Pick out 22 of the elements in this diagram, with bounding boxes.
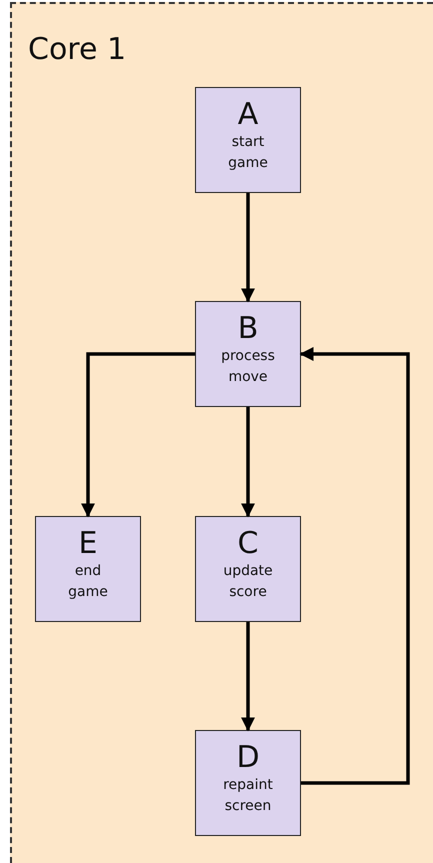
process-box	[195, 516, 301, 622]
step-label: update score	[222, 562, 274, 602]
arrow	[241, 193, 255, 302]
region-title: Core 1	[28, 32, 126, 67]
arrow	[241, 622, 255, 732]
step-letter: D	[235, 741, 261, 775]
step-letter: A	[236, 98, 260, 132]
step-label: end game	[67, 562, 109, 602]
process-box	[35, 516, 141, 622]
step-label: process move	[220, 347, 276, 387]
arrow	[81, 352, 195, 518]
step-label: repaint screen	[222, 776, 274, 816]
process-box	[195, 301, 301, 407]
step-letter: B	[236, 312, 260, 346]
step-letter: E	[78, 527, 98, 561]
process-box	[195, 87, 301, 193]
step-letter: C	[236, 527, 260, 561]
core-region	[10, 2, 433, 863]
arrow	[300, 347, 410, 785]
process-box	[195, 730, 301, 836]
arrow	[241, 407, 255, 518]
step-label: start game	[227, 133, 269, 173]
